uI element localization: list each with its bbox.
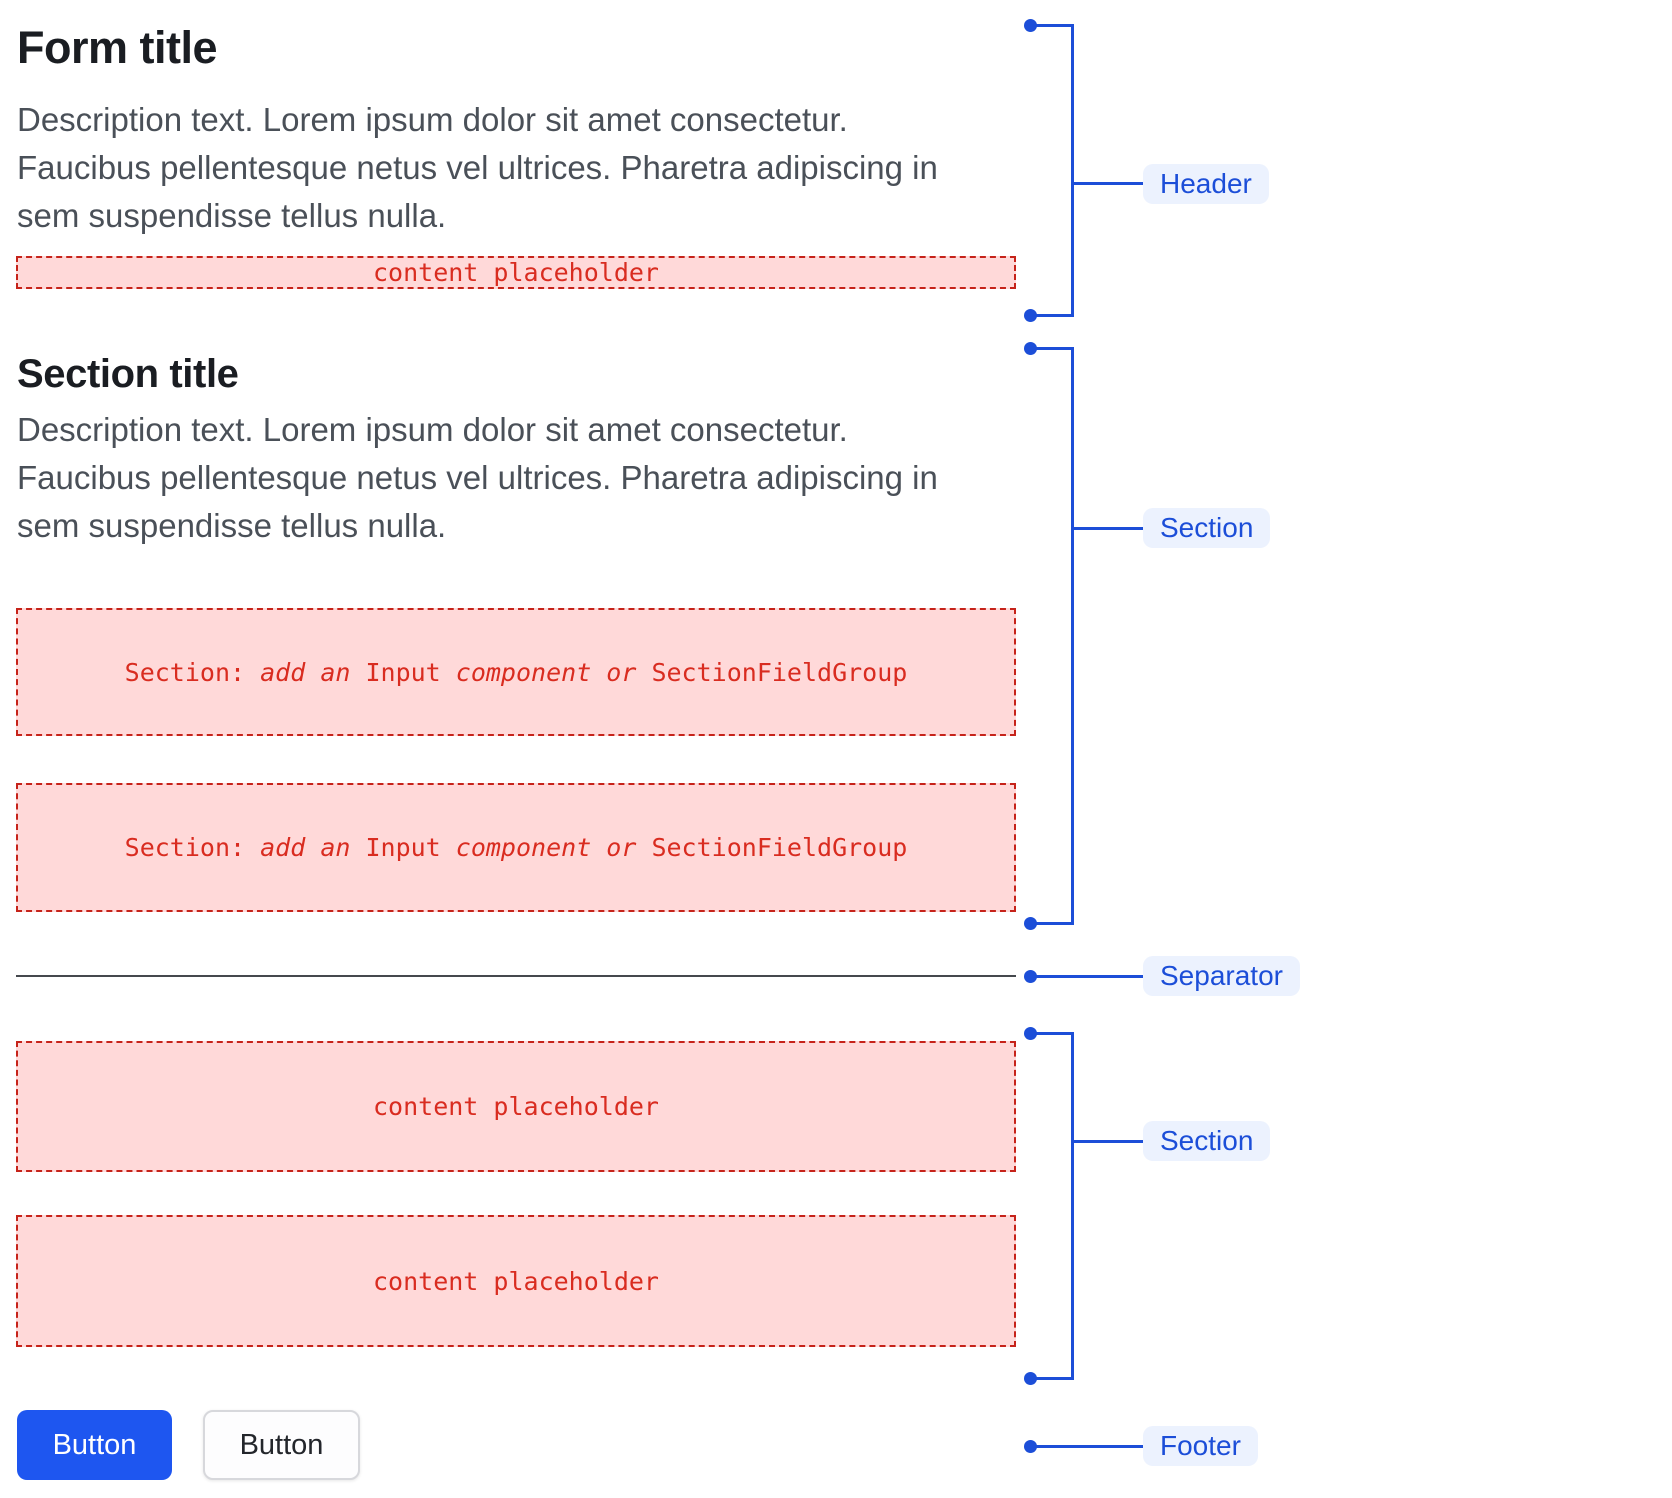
slot-label-part: add an xyxy=(260,833,351,862)
slot-label-part: Input xyxy=(350,657,456,687)
placeholder-label: content placeholder xyxy=(373,1092,659,1121)
form-description-line: Faucibus pellentesque netus vel ultrices… xyxy=(17,149,938,186)
section-annotation-label: Section xyxy=(1143,1121,1271,1161)
bracket-arm xyxy=(1030,1031,1074,1035)
secondary-button-label: Button xyxy=(239,1428,324,1461)
footer-annotation-label: Footer xyxy=(1143,1426,1258,1466)
slot-label-part: SectionFieldGroup xyxy=(636,657,908,687)
section-description-line: Description text. Lorem ipsum dolor sit … xyxy=(17,411,848,448)
header-content-placeholder: content placeholder xyxy=(16,256,1016,289)
label-connector xyxy=(1030,1444,1143,1448)
slot-label-part: Section: xyxy=(124,833,261,862)
content-placeholder: content placeholder xyxy=(16,1041,1016,1172)
bracket-spine xyxy=(1071,347,1074,925)
label-connector xyxy=(1072,527,1143,530)
form-description-line: Description text. Lorem ipsum dolor sit … xyxy=(17,101,848,138)
slot-label-part: SectionFieldGroup xyxy=(636,833,908,862)
slot-label-part: Section: xyxy=(124,657,261,687)
bracket-spine xyxy=(1071,1032,1074,1378)
section-title: Section title xyxy=(17,352,239,396)
slot-label-part: add an xyxy=(260,657,351,687)
section-input-slot: Section: add an Input component or Secti… xyxy=(16,608,1016,736)
separator-line xyxy=(16,975,1016,977)
section-description-line: sem suspendisse tellus nulla. xyxy=(17,507,447,544)
slot-label: Section: add an Input component or Secti… xyxy=(125,658,908,687)
bracket-arm xyxy=(1030,1376,1074,1380)
form-title: Form title xyxy=(17,22,218,73)
slot-label: Section: add an Input component or Secti… xyxy=(125,833,908,862)
secondary-button[interactable]: Button xyxy=(203,1410,360,1480)
label-connector xyxy=(1072,182,1143,185)
section-description: Description text. Lorem ipsum dolor sit … xyxy=(17,406,938,550)
placeholder-label: content placeholder xyxy=(373,1266,659,1296)
primary-button-label: Button xyxy=(52,1428,137,1461)
section-annotation-label: Section xyxy=(1143,508,1271,548)
separator-annotation-label: Separator xyxy=(1143,956,1300,996)
content-placeholder: content placeholder xyxy=(16,1215,1016,1347)
bracket-arm xyxy=(1030,313,1074,317)
slot-label-part: component or xyxy=(455,657,637,687)
primary-button[interactable]: Button xyxy=(17,1410,172,1480)
bracket-arm xyxy=(1030,23,1074,27)
header-annotation-label: Header xyxy=(1143,164,1269,204)
form-description-line: sem suspendisse tellus nulla. xyxy=(17,197,447,234)
slot-label-part: component or xyxy=(455,833,637,862)
label-connector xyxy=(1030,974,1143,978)
bracket-arm xyxy=(1030,346,1074,350)
slot-label-part: Input xyxy=(350,833,456,862)
form-description: Description text. Lorem ipsum dolor sit … xyxy=(17,96,938,240)
section-input-slot: Section: add an Input component or Secti… xyxy=(16,783,1016,912)
section-description-line: Faucibus pellentesque netus vel ultrices… xyxy=(17,459,938,496)
placeholder-label: content placeholder xyxy=(373,258,659,287)
label-connector xyxy=(1072,1140,1143,1143)
bracket-spine xyxy=(1071,24,1074,316)
bracket-arm xyxy=(1030,921,1074,925)
